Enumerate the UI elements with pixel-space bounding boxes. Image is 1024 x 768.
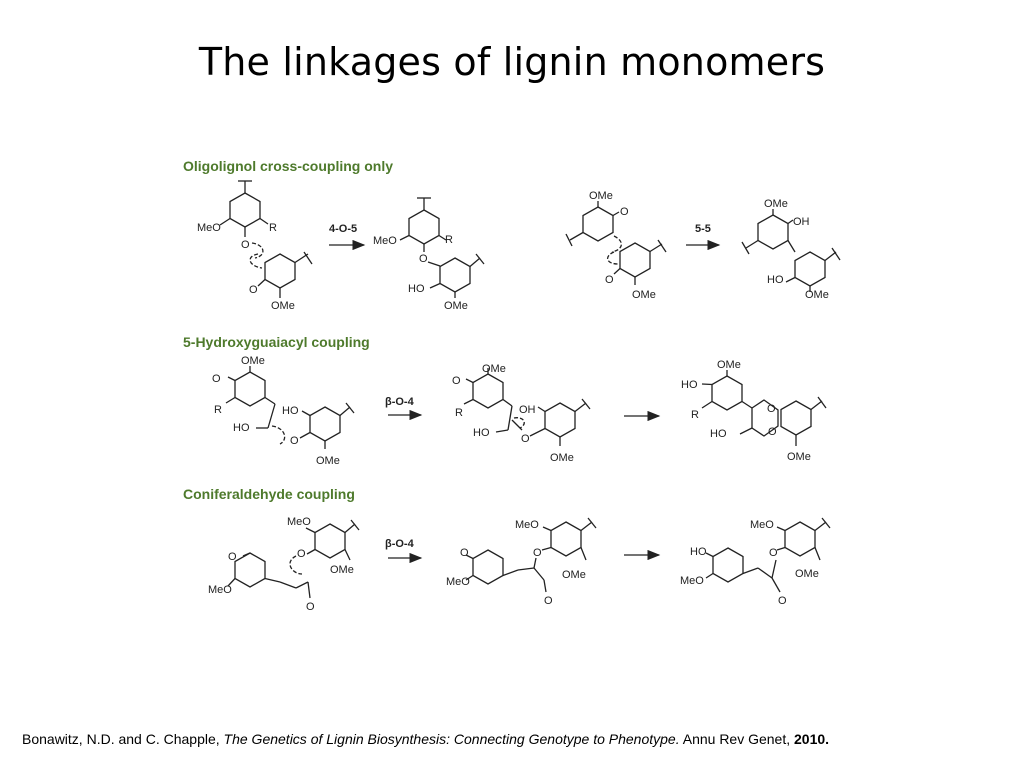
molecule-benzodioxane-product: OMe HO R HO O O OMe: [681, 359, 827, 463]
label-meo: MeO: [680, 575, 704, 587]
label-ho: HO: [408, 283, 425, 295]
label-o: O: [769, 547, 778, 559]
molecule-4-O-5-reactant-b: O OMe: [249, 251, 313, 312]
label-o: O: [767, 403, 776, 415]
section-heading-cross-coupling: Oligolignol cross-coupling only: [183, 158, 393, 174]
label-ome: OMe: [550, 452, 574, 464]
citation: Bonawitz, N.D. and C. Chapple, The Genet…: [22, 731, 829, 747]
label-o: O: [620, 206, 629, 218]
label-ome: OMe: [795, 568, 819, 580]
label-oh: OH: [793, 216, 810, 228]
label-ome: OMe: [632, 289, 656, 301]
label-o: O: [533, 547, 542, 559]
label-ho: HO: [681, 379, 698, 391]
label-ome: OMe: [444, 300, 468, 312]
label-ome: OMe: [316, 455, 340, 467]
molecule-coniferaldehyde-intermediate: O MeO O O MeO OMe: [446, 517, 597, 607]
molecule-hydroxyguaiacyl-reactant-a: OMe O R HO: [212, 355, 286, 445]
label-ome: OMe: [717, 359, 741, 371]
label-o: O: [241, 239, 250, 251]
citation-year: 2010.: [794, 731, 830, 747]
label-ome: OMe: [805, 289, 829, 301]
label-o: O: [544, 595, 553, 607]
label-meo: MeO: [287, 516, 311, 528]
slide-title: The linkages of lignin monomers: [198, 40, 826, 84]
molecule-coniferaldehyde-reactant-b: MeO O OMe: [287, 516, 360, 576]
label-o: O: [297, 548, 306, 560]
label-ome: OMe: [271, 300, 295, 312]
citation-article-title: The Genetics of Lignin Biosynthesis: Con…: [223, 731, 680, 747]
molecule-5-5-reactant-b: O OMe: [605, 239, 667, 301]
section-heading-coniferaldehyde: Coniferaldehyde coupling: [183, 486, 355, 502]
label-ome: OMe: [589, 190, 613, 202]
label-o: O: [768, 426, 777, 438]
label-ho: HO: [710, 428, 727, 440]
label-ho: HO: [690, 546, 707, 558]
label-meo: MeO: [446, 576, 470, 588]
label-r: R: [214, 404, 222, 416]
label-ome: OMe: [330, 564, 354, 576]
label-meo: MeO: [208, 584, 232, 596]
label-o: O: [778, 595, 787, 607]
step-label-5-5: 5-5: [695, 223, 711, 235]
label-o: O: [249, 284, 258, 296]
step-label-beta-O-4-row3: β-O-4: [385, 538, 415, 550]
label-meo: MeO: [373, 235, 397, 247]
label-o: O: [521, 433, 530, 445]
molecule-hydroxyguaiacyl-intermediate: OMe O R HO O OH OMe: [452, 363, 591, 464]
molecule-coniferaldehyde-product: HO MeO O O MeO OMe: [680, 517, 831, 607]
label-o: O: [460, 547, 469, 559]
label-r: R: [269, 222, 277, 234]
label-o: O: [228, 551, 237, 563]
molecule-5-5-reactant-a: OMe O: [565, 190, 629, 253]
citation-journal: Annu Rev Genet,: [679, 731, 795, 747]
label-oh: OH: [519, 404, 536, 416]
label-r: R: [691, 409, 699, 421]
label-o: O: [452, 375, 461, 387]
label-ome: OMe: [562, 569, 586, 581]
section-heading-hydroxyguaiacyl: 5-Hydroxyguaiacyl coupling: [183, 334, 370, 350]
label-ho: HO: [767, 274, 784, 286]
molecule-5-5-product: OMe OH HO OMe: [741, 198, 841, 301]
step-label-beta-O-4-row2: β-O-4: [385, 396, 415, 408]
label-o: O: [306, 601, 315, 613]
label-ho: HO: [282, 405, 299, 417]
molecule-4-O-5-reactant-a: MeO R O: [197, 180, 277, 259]
label-r: R: [445, 234, 453, 246]
molecule-hydroxyguaiacyl-reactant-b: HO O OMe: [282, 402, 355, 467]
label-ome: OMe: [787, 451, 811, 463]
label-ome: OMe: [482, 363, 506, 375]
label-o: O: [605, 274, 614, 286]
step-label-4-O-5: 4-O-5: [329, 223, 357, 235]
molecule-4-O-5-product: MeO R O HO OMe: [373, 197, 485, 312]
molecule-coniferaldehyde-reactant-a: O MeO O: [208, 551, 315, 613]
label-o: O: [212, 373, 221, 385]
label-meo: MeO: [197, 222, 221, 234]
label-r: R: [455, 407, 463, 419]
label-ome: OMe: [764, 198, 788, 210]
label-ho: HO: [233, 422, 250, 434]
citation-authors: Bonawitz, N.D. and C. Chapple,: [22, 731, 224, 747]
label-o: O: [419, 253, 428, 265]
label-meo: MeO: [750, 519, 774, 531]
label-ho: HO: [473, 427, 490, 439]
label-ome: OMe: [241, 355, 265, 367]
label-o: O: [290, 435, 299, 447]
label-meo: MeO: [515, 519, 539, 531]
